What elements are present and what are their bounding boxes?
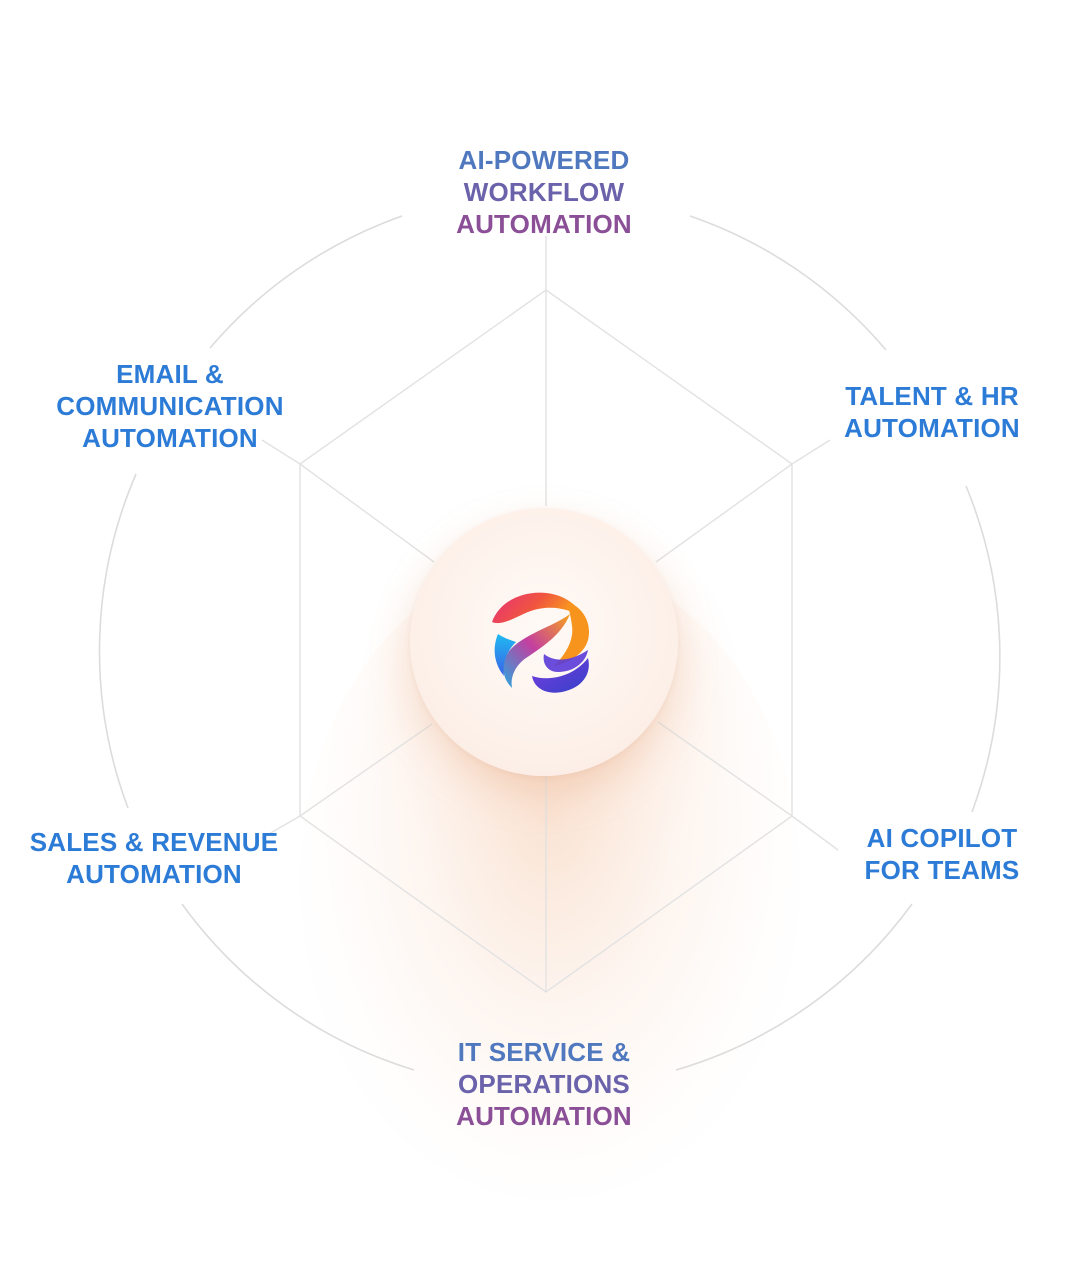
label-line: AUTOMATION — [66, 859, 242, 889]
label-line: COMMUNICATION — [56, 391, 284, 421]
label-line: EMAIL & — [116, 359, 224, 389]
edge-tick-lower-left — [261, 815, 301, 839]
label-line: AUTOMATION — [456, 1101, 632, 1131]
outer-ring-arc-right-lower — [675, 903, 913, 1071]
label-line: AUTOMATION — [456, 209, 632, 239]
label-line: AI-POWERED — [458, 145, 630, 175]
outer-ring-arc-left — [98, 473, 137, 809]
segment-label-sales-revenue: SALES & REVENUE AUTOMATION — [20, 826, 288, 890]
label-line: TALENT & HR — [845, 381, 1019, 411]
outer-ring-arc-top-left — [209, 215, 403, 349]
spoke-upper-left — [299, 463, 435, 563]
spoke-lower-right — [657, 721, 793, 817]
segment-label-it-service: IT SERVICE & OPERATIONS AUTOMATION — [424, 1036, 664, 1132]
label-line: AUTOMATION — [82, 423, 258, 453]
edge-tick-lower-right — [791, 815, 839, 851]
edge-tick-upper-right — [791, 439, 831, 465]
label-line: AI COPILOT — [866, 823, 1018, 853]
spoke-lower-left — [299, 723, 433, 817]
center-hub — [410, 508, 678, 776]
label-line: FOR TEAMS — [864, 855, 1020, 885]
label-line: AUTOMATION — [844, 413, 1020, 443]
outer-ring-arc-bottom-left — [181, 903, 415, 1071]
brand-swirl-logo-icon — [492, 592, 590, 693]
segment-label-talent-hr: TALENT & HR AUTOMATION — [822, 380, 1042, 444]
outer-ring-arc-right-upper — [965, 485, 1001, 813]
segment-label-email-communication: EMAIL & COMMUNICATION AUTOMATION — [36, 358, 304, 454]
label-line: IT SERVICE & — [457, 1037, 631, 1067]
spoke-upper-right — [655, 463, 793, 563]
label-line: WORKFLOW — [463, 177, 625, 207]
edge-tick-upper-left — [261, 439, 301, 465]
outer-ring-arc-top-right — [689, 215, 887, 351]
segment-label-workflow: AI-POWERED WORKFLOW AUTOMATION — [424, 144, 664, 240]
label-line: OPERATIONS — [458, 1069, 630, 1099]
label-line: SALES & REVENUE — [29, 827, 279, 857]
segment-label-ai-copilot: AI COPILOT FOR TEAMS — [842, 822, 1042, 886]
